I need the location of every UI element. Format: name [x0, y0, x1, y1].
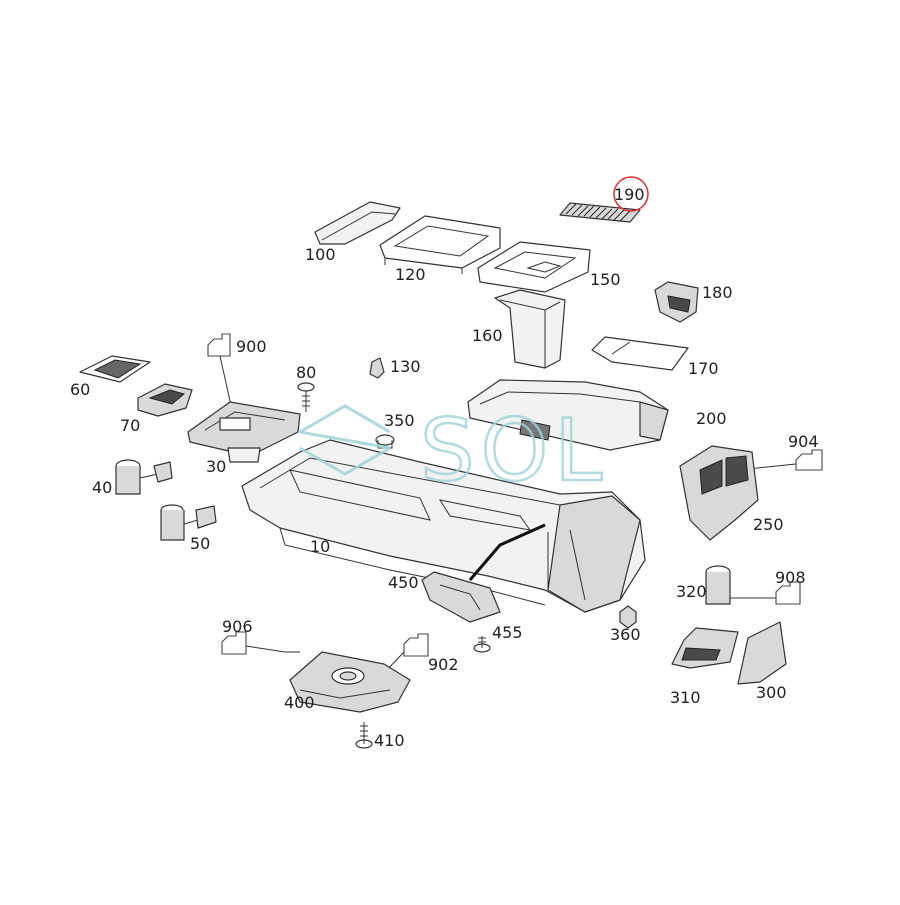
part-180-vent: [654, 281, 699, 323]
label-902: 902: [428, 655, 459, 674]
part-400-controller: [289, 651, 411, 713]
label-320: 320: [676, 582, 707, 601]
part-250-rear-vent: [679, 445, 759, 541]
part-30-module: [187, 401, 301, 463]
label-455: 455: [492, 623, 523, 642]
label-904: 904: [788, 432, 819, 451]
part-120-frame: [379, 215, 501, 274]
part-360-nut: [619, 605, 637, 629]
label-70: 70: [120, 416, 140, 435]
part-190-roller-cover: [559, 202, 641, 223]
part-100-lid: [314, 201, 401, 245]
label-60: 60: [70, 380, 90, 399]
part-130-clip: [369, 357, 385, 379]
label-360: 360: [610, 625, 641, 644]
connector-906: [221, 631, 300, 655]
label-310: 310: [670, 688, 701, 707]
connector-908: [775, 581, 801, 605]
part-300-panel: [737, 621, 787, 685]
label-250: 250: [753, 515, 784, 534]
label-10: 10: [310, 537, 330, 556]
label-190: 190: [614, 185, 645, 204]
part-410-screw: [355, 722, 373, 749]
part-320-socket: [705, 565, 776, 605]
label-906: 906: [222, 617, 253, 636]
connector-900: [207, 333, 233, 411]
part-200-upper-shell: [467, 379, 669, 451]
part-60-pad: [79, 355, 151, 383]
label-120: 120: [395, 265, 426, 284]
cable: [468, 523, 546, 581]
label-130: 130: [390, 357, 421, 376]
label-80: 80: [296, 363, 316, 382]
label-450: 450: [388, 573, 419, 592]
label-908: 908: [775, 568, 806, 587]
label-410: 410: [374, 731, 405, 750]
label-200: 200: [696, 409, 727, 428]
label-180: 180: [702, 283, 733, 302]
part-450-bracket: [421, 571, 501, 623]
label-300: 300: [756, 683, 787, 702]
label-150: 150: [590, 270, 621, 289]
connector-902: [384, 633, 429, 673]
watermark-text: SOL: [420, 401, 608, 501]
label-50: 50: [190, 534, 210, 553]
part-455-screw: [473, 636, 491, 653]
part-80-screw: [297, 382, 315, 412]
highlight-circle: [613, 176, 649, 212]
label-40: 40: [92, 478, 112, 497]
part-70-tray: [137, 383, 193, 417]
label-30: 30: [206, 457, 226, 476]
label-100: 100: [305, 245, 336, 264]
part-10-console-body: [241, 439, 646, 613]
label-170: 170: [688, 359, 719, 378]
watermark-logo: [299, 404, 391, 476]
part-310-tray: [671, 627, 739, 669]
label-160: 160: [472, 326, 503, 345]
label-400: 400: [284, 693, 315, 712]
part-40-socket: [115, 459, 173, 495]
label-350: 350: [384, 411, 415, 430]
part-350-clip: [375, 434, 395, 449]
label-900: 900: [236, 337, 267, 356]
part-170-mat: [591, 336, 689, 371]
part-150-trim: [477, 241, 591, 293]
part-50-socket: [160, 504, 217, 541]
part-160-storage-bin: [494, 289, 566, 369]
